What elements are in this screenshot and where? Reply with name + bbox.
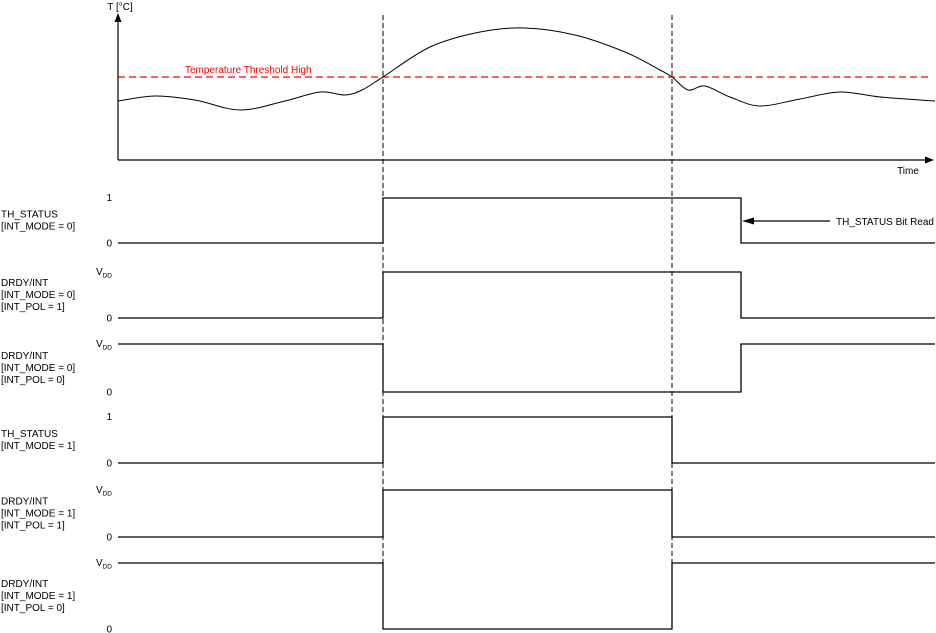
temperature-chart: Temperature Threshold High T [°C] Time: [107, 2, 936, 177]
signal-name-label: [INT_POL = 1]: [1, 302, 65, 313]
annotation-arrowhead: [742, 217, 754, 225]
low-level-label: 0: [106, 459, 112, 470]
x-axis-label: Time: [897, 166, 919, 177]
signal-waveform: [118, 489, 935, 538]
signal-name-label: TH_STATUS: [1, 429, 58, 440]
threshold-crossing-lines: [382, 15, 673, 631]
signal-name-label: DRDY/INT: [1, 278, 48, 289]
low-level-label: 0: [106, 533, 112, 544]
temperature-curve: [117, 27, 936, 111]
high-level-label: VDD: [96, 485, 112, 498]
high-level-label: 1: [106, 193, 112, 204]
y-axis-arrowhead: [114, 13, 122, 22]
signal-rows: TH_STATUS[INT_MODE = 0]10DRDY/INT[INT_MO…: [1, 193, 935, 633]
signal-row-th-status-mode0: TH_STATUS[INT_MODE = 0] 1 0: [1, 193, 935, 250]
signal-waveform: [118, 343, 935, 393]
signal-name-label: [INT_MODE = 0]: [1, 222, 75, 233]
low-level-label: 0: [106, 314, 112, 325]
x-axis-arrowhead: [925, 156, 934, 164]
signal-row-drdy-int-mode0-pol1: DRDY/INT[INT_MODE = 0][INT_POL = 1] VDD 0: [1, 267, 935, 325]
signal-name-label: TH_STATUS: [1, 210, 58, 221]
signal-waveform: [118, 562, 935, 630]
signal-name-label: [INT_MODE = 1]: [1, 591, 75, 602]
high-level-label: 1: [106, 412, 112, 423]
signal-name-label: [INT_MODE = 0]: [1, 290, 75, 301]
signal-name-label: DRDY/INT: [1, 579, 48, 590]
signal-name-label: DRDY/INT: [1, 497, 48, 508]
signal-name-label: [INT_MODE = 0]: [1, 363, 75, 374]
signal-row-drdy-int-mode0-pol0: DRDY/INT[INT_MODE = 0][INT_POL = 0] VDD 0: [1, 339, 935, 399]
signal-name-label: [INT_POL = 0]: [1, 603, 65, 614]
low-level-label: 0: [106, 388, 112, 399]
signal-row-th-status-mode1: TH_STATUS[INT_MODE = 1] 1 0: [1, 412, 935, 470]
signal-row-drdy-int-mode1-pol0: DRDY/INT[INT_MODE = 1][INT_POL = 0] VDD 0: [1, 558, 935, 633]
high-level-label: VDD: [96, 339, 112, 352]
x-axis: Time: [118, 156, 934, 177]
signal-row-drdy-int-mode1-pol1: DRDY/INT[INT_MODE = 1][INT_POL = 1] VDD 0: [1, 485, 935, 544]
signal-name-label: [INT_POL = 1]: [1, 521, 65, 532]
signal-name-label: [INT_MODE = 1]: [1, 509, 75, 520]
y-axis: T [°C]: [107, 2, 133, 160]
signal-name-label: [INT_POL = 0]: [1, 375, 65, 386]
status-read-annotation: TH_STATUS Bit Read: [742, 217, 934, 228]
signal-name-label: [INT_MODE = 1]: [1, 441, 75, 452]
signal-waveform: [118, 416, 935, 464]
low-level-label: 0: [106, 625, 112, 633]
signal-waveform: [118, 271, 935, 319]
high-level-label: VDD: [96, 558, 112, 571]
high-level-label: VDD: [96, 267, 112, 280]
y-axis-label: T [°C]: [107, 2, 133, 13]
signal-name-label: DRDY/INT: [1, 351, 48, 362]
signal-waveform: [118, 197, 935, 244]
low-level-label: 0: [106, 239, 112, 250]
annotation-label: TH_STATUS Bit Read: [836, 217, 934, 228]
threshold-label: Temperature Threshold High: [185, 65, 312, 76]
